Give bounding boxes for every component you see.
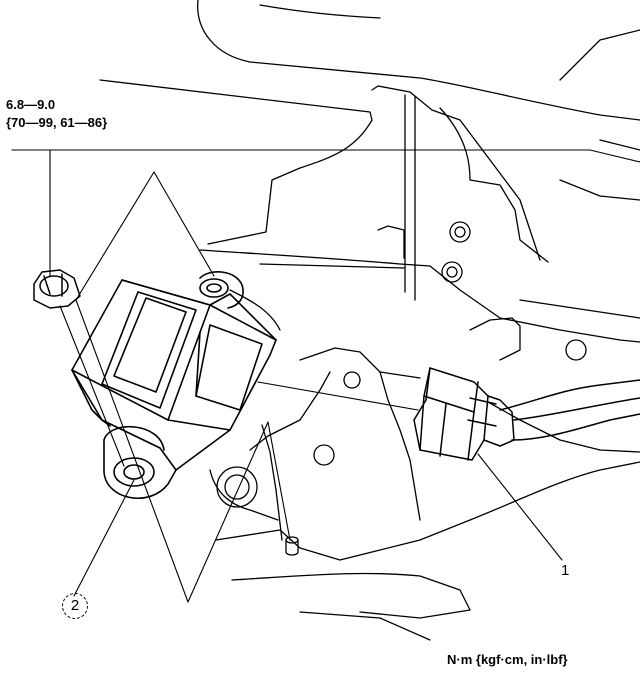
- torque-spec-secondary: {70—99, 61—86}: [6, 115, 108, 130]
- callout-nut: 2: [62, 593, 88, 619]
- torque-units-legend: N·m {kgf·cm, in·lbf}: [447, 652, 568, 667]
- torque-spec-primary: 6.8—9.0: [6, 97, 56, 112]
- structure-bolt-holes: [216, 221, 587, 556]
- callout-connector: 1: [561, 562, 570, 579]
- vehicle-structure: [99, 0, 640, 641]
- harness-connector: [413, 367, 640, 461]
- nut-part: [33, 269, 81, 309]
- leader-lines: [11, 149, 640, 603]
- sensor-module: [71, 271, 277, 499]
